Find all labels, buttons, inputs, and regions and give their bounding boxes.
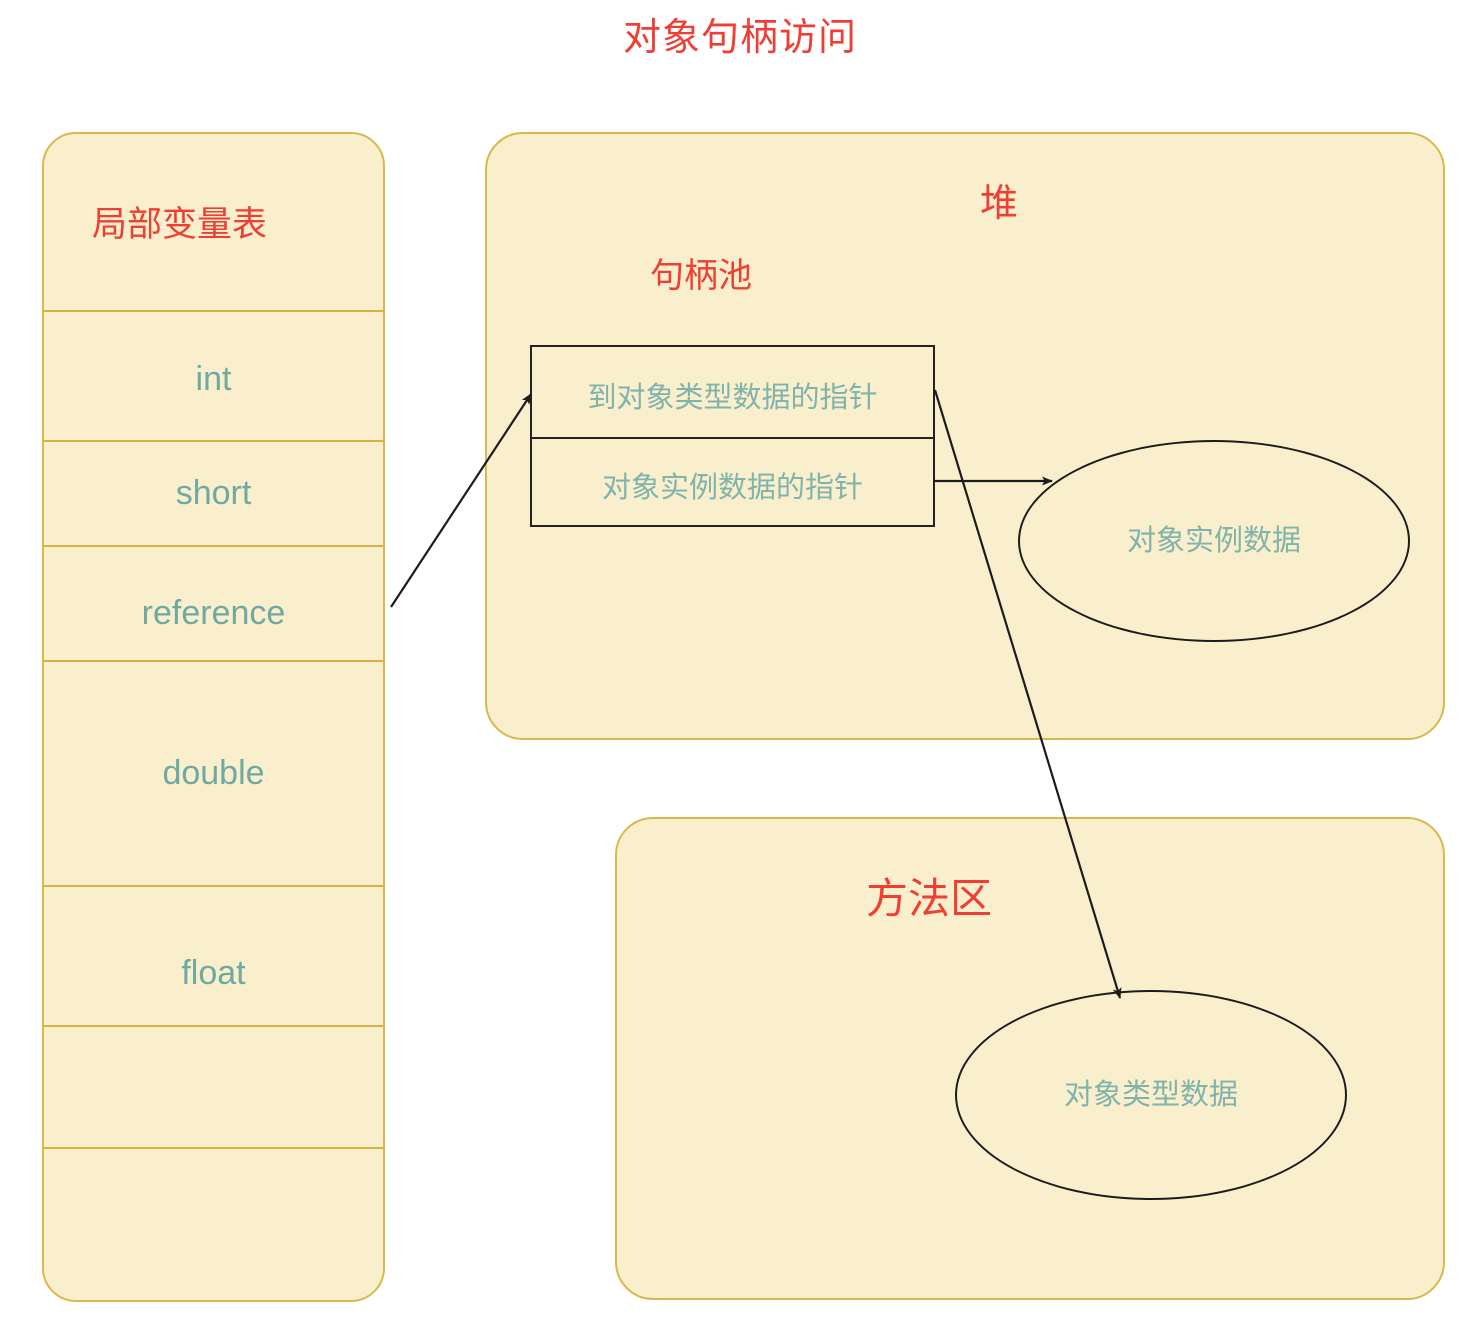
instance-data-label: 对象实例数据 bbox=[1126, 525, 1301, 557]
slot-label-reference: reference bbox=[141, 594, 286, 632]
slot-divider bbox=[43, 545, 384, 547]
handle-row-instance-pointer: 对象实例数据的指针 bbox=[601, 472, 863, 504]
local-variable-table-region bbox=[42, 132, 385, 1302]
handle-pool-row-divider bbox=[530, 437, 935, 439]
slot-label-float: float bbox=[181, 954, 246, 992]
heap-label: 堆 bbox=[980, 183, 1019, 225]
slot-divider bbox=[43, 1025, 384, 1027]
slot-label-int: int bbox=[195, 360, 232, 398]
page-title: 对象句柄访问 bbox=[622, 17, 857, 59]
local-variable-table-label: 局部变量表 bbox=[92, 205, 268, 244]
handle-pool-label: 句柄池 bbox=[650, 257, 752, 295]
slot-label-double: double bbox=[162, 754, 265, 792]
type-data-ellipse bbox=[955, 990, 1347, 1200]
slot-label-short: short bbox=[175, 474, 252, 512]
slot-divider bbox=[43, 310, 384, 312]
slot-divider bbox=[43, 660, 384, 662]
type-data-label: 对象类型数据 bbox=[1063, 1079, 1238, 1111]
slot-divider bbox=[43, 885, 384, 887]
handle-row-type-pointer: 到对象类型数据的指针 bbox=[587, 382, 878, 414]
method-area-label: 方法区 bbox=[866, 875, 993, 922]
slot-divider bbox=[43, 1147, 384, 1149]
slot-divider bbox=[43, 440, 384, 442]
